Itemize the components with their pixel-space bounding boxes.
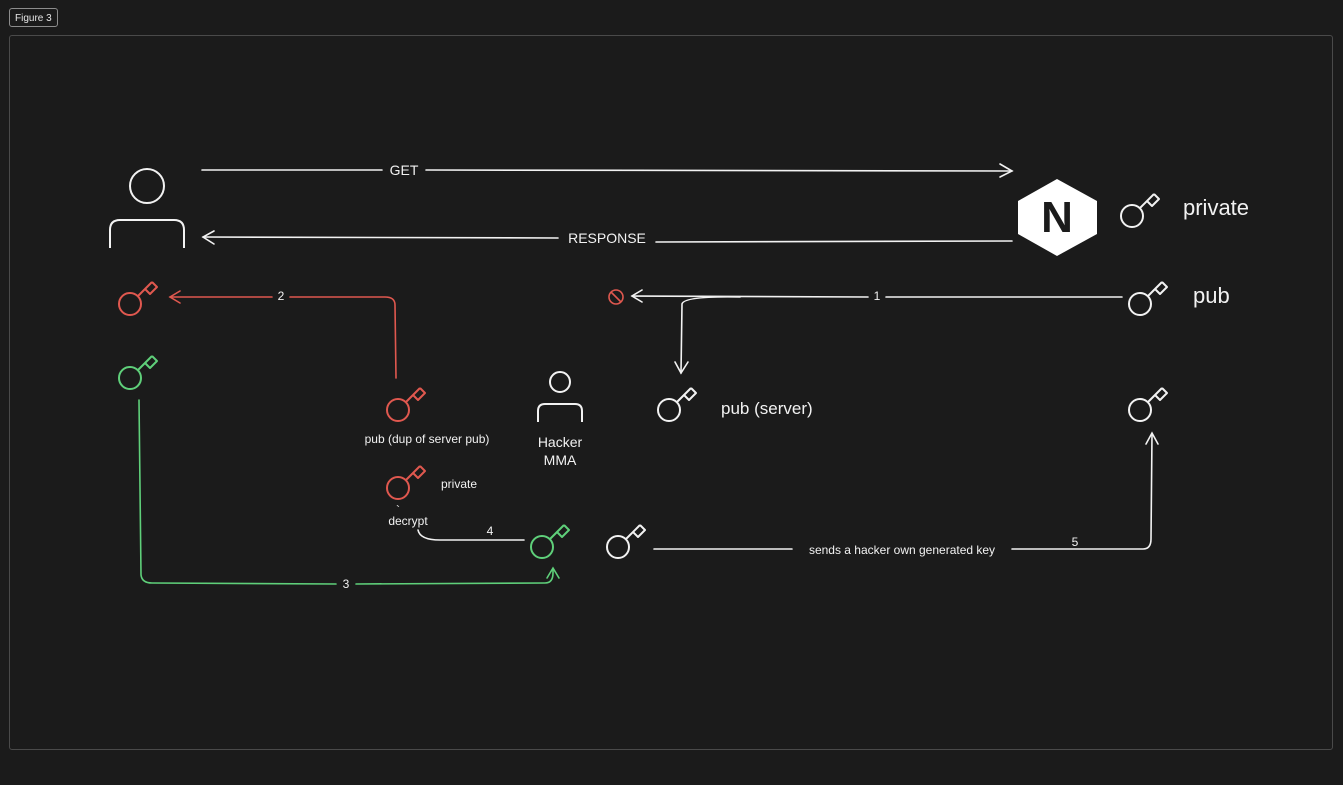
step4-label: 4	[487, 524, 494, 538]
decrypt-label: decrypt	[388, 514, 428, 528]
client-red-key-icon	[118, 281, 158, 316]
response-label: RESPONSE	[568, 230, 646, 246]
hacker-pub-server-key-icon	[657, 387, 697, 422]
hacker-private-label: private	[441, 477, 477, 491]
step3-label: 3	[343, 577, 350, 591]
server-pub-label: pub	[1193, 283, 1230, 308]
server-private-label: private	[1183, 195, 1249, 220]
step5-text: sends a hacker own generated key	[809, 543, 995, 557]
get-arrow	[201, 163, 1014, 178]
hacker-user-icon	[537, 371, 583, 422]
hacker-label-line1: Hacker	[538, 434, 583, 450]
pub-server-label: pub (server)	[721, 399, 813, 418]
step2-label: 2	[278, 289, 285, 303]
nginx-logo: N	[1018, 179, 1097, 256]
step2-arrow	[168, 290, 397, 379]
hacker-private-key-icon	[386, 465, 426, 500]
step1-arrow	[630, 289, 1123, 375]
step5-arrow	[653, 431, 1159, 550]
hacker-label-line2: MMA	[544, 452, 577, 468]
decrypt-tick: `	[396, 503, 400, 517]
step3-arrow	[138, 399, 560, 585]
hacker-dup-pub-key-icon	[386, 387, 426, 422]
hacker-dup-pub-label: pub (dup of server pub)	[365, 432, 490, 446]
blocked-icon	[608, 289, 624, 305]
client-user-icon	[109, 168, 185, 248]
hacker-generated-key-icon	[606, 524, 646, 559]
server-private-key-icon	[1120, 193, 1160, 228]
nginx-logo-letter: N	[1041, 193, 1073, 242]
frame-label[interactable]: Figure 3	[9, 8, 58, 27]
hacker-green-key-icon	[530, 524, 570, 559]
server-received-key-icon	[1128, 387, 1168, 422]
get-label: GET	[390, 162, 419, 178]
response-arrow	[201, 230, 1013, 245]
step1-label: 1	[874, 289, 881, 303]
client-green-key-icon	[118, 355, 158, 390]
server-pub-key-icon	[1128, 281, 1168, 316]
step5-label: 5	[1072, 535, 1079, 549]
step4-arrow	[417, 529, 525, 541]
frame-border	[9, 35, 1333, 750]
